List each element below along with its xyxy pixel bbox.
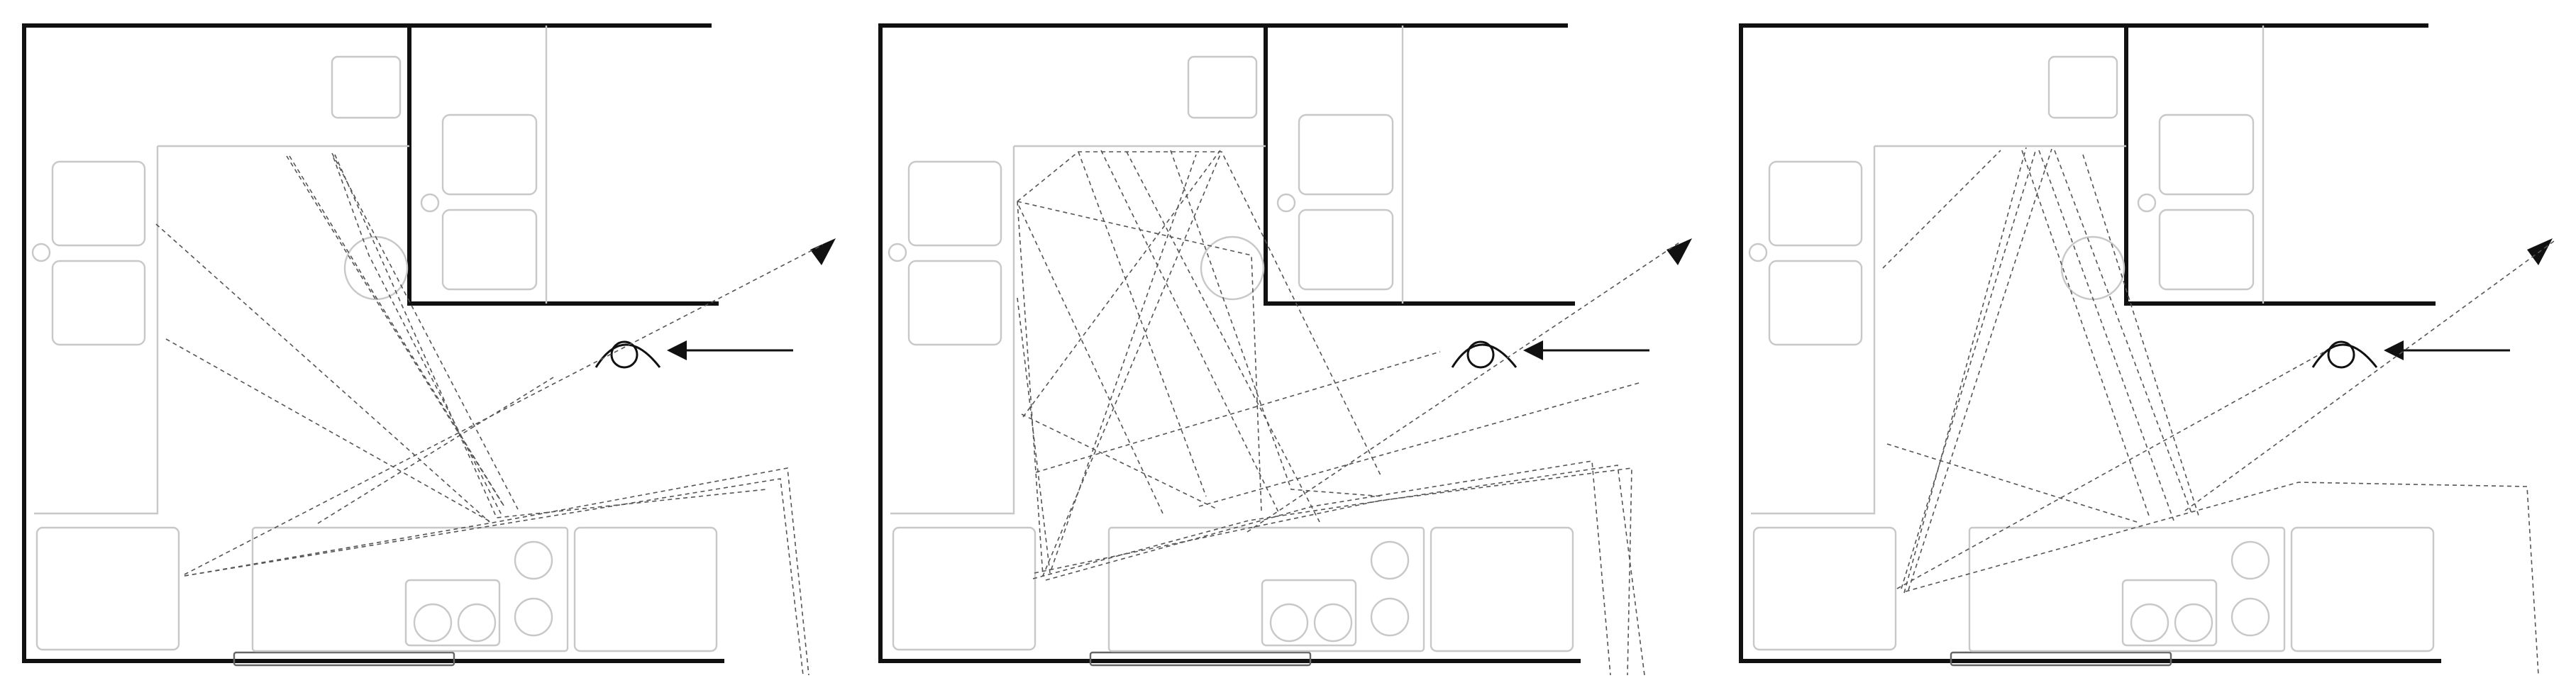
sight-paths-left <box>155 152 824 676</box>
sight-paths-middle <box>1017 150 1682 676</box>
sight-paths-right <box>1882 147 2555 676</box>
panel-left <box>24 26 836 676</box>
panel-right <box>1741 26 2555 676</box>
panel-middle <box>880 26 1692 676</box>
